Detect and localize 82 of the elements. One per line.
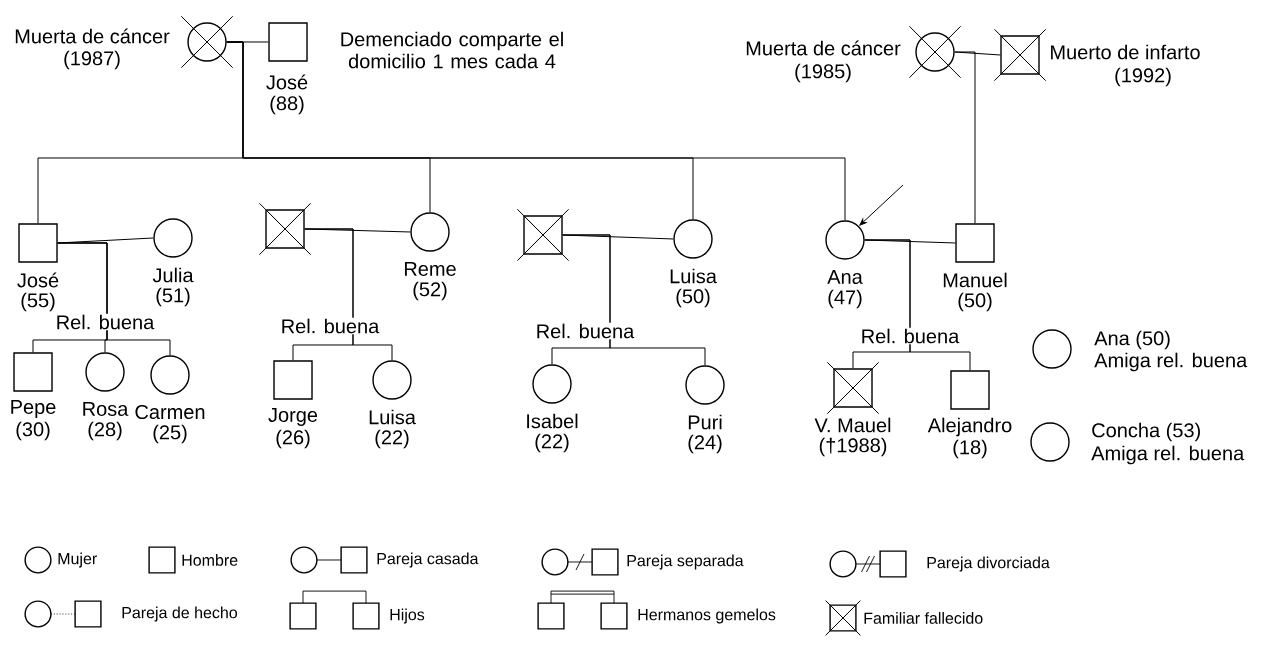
person-label: Ana (50) [1094,330,1170,350]
circle-symbol [532,364,572,404]
person-label: Manuel [943,272,1007,288]
circle-symbol [1032,329,1072,369]
person-label: Muerto de infarto [1051,44,1200,60]
person-label: (50) [958,292,992,312]
square-symbol [955,223,995,263]
person-label: V. Mauel [814,417,891,433]
descent-line [954,51,976,224]
legend-text: Pareja separada [627,554,744,570]
circle-symbol [825,220,865,260]
circle-symbol [673,219,713,259]
descent-line [57,242,171,356]
legend-text: Hombre [182,554,238,566]
descent-line [864,239,971,371]
person-label: Amiga rel. buena [1094,352,1248,372]
circle-symbol [85,352,125,392]
person-label: (28) [88,421,122,441]
descent-line [304,228,393,361]
person-label: (22) [375,429,409,449]
person-label: (18) [953,439,987,459]
person-label: (†1988) [819,437,887,457]
crossed-square-symbol [258,202,312,256]
crossed-square-symbol [516,208,570,262]
person-label: (47) [828,289,862,309]
person-label: (52) [413,281,447,301]
crossed-circle-symbol [180,15,234,69]
person-label: (24) [688,434,722,454]
person-label: Concha (53) [1092,422,1200,442]
person-label: (1987) [64,50,120,70]
pointer-arrow [859,184,904,226]
person-label: Amiga rel. buena [1091,445,1245,465]
circle-symbol [1030,422,1070,462]
person-label: José [17,272,59,288]
legend-text: Pareja divorciada [927,556,1050,572]
square-symbol [268,22,308,62]
person-label: Reme [405,262,456,276]
square-symbol [273,360,313,400]
person-label: Rosa [83,402,129,416]
person-label: Isabel [527,413,578,429]
person-label: (30) [16,421,50,441]
person-label: José [266,74,308,90]
person-label: Puri [688,414,722,430]
person-label: Luisa [369,409,416,425]
person-label: Alejandro [927,417,1012,437]
square-symbol [18,223,58,263]
person-label: Muerta de cáncer [746,40,901,56]
crossed-square-symbol [826,361,880,415]
person-label: (1992) [1115,67,1171,87]
person-label: Muerta de cáncer [15,28,170,44]
person-label: Julia [152,267,194,283]
person-label: Jorge [268,408,318,426]
legend-text: Mujer [58,552,97,568]
person-label: (1985) [795,63,851,83]
person-label: (88) [270,95,304,115]
descent-line [562,234,706,366]
circle-symbol [153,218,193,258]
circle-symbol [410,212,450,252]
circle-symbol [685,365,725,405]
legend-text: Hermanos gemelos [638,608,776,624]
circle-symbol [372,360,412,400]
legend-text: Familiar fallecido [864,612,983,624]
person-label: (50) [676,288,710,308]
person-label: (25) [153,424,187,444]
square-symbol [13,352,53,392]
square-symbol [950,370,990,410]
crossed-square-symbol [993,28,1047,82]
legend-text: Hijos [390,608,425,624]
person-label: Luisa [670,268,717,284]
person-label: (55) [21,292,55,312]
person-label: Carmen [135,404,205,420]
circle-symbol [150,355,190,395]
person-label: (51) [156,287,190,307]
person-label: (26) [276,429,310,449]
legend-text: Pareja de hecho [122,606,238,622]
person-label: Pepe [11,400,56,418]
note-text: Demenciado comparte el domicilio 1 mes cada 4 [341,31,563,69]
legend-text: Pareja casada [377,552,479,568]
person-label: Ana [827,270,863,284]
crossed-circle-symbol [908,25,962,79]
descent-line [226,41,846,221]
person-label: (22) [535,433,569,453]
